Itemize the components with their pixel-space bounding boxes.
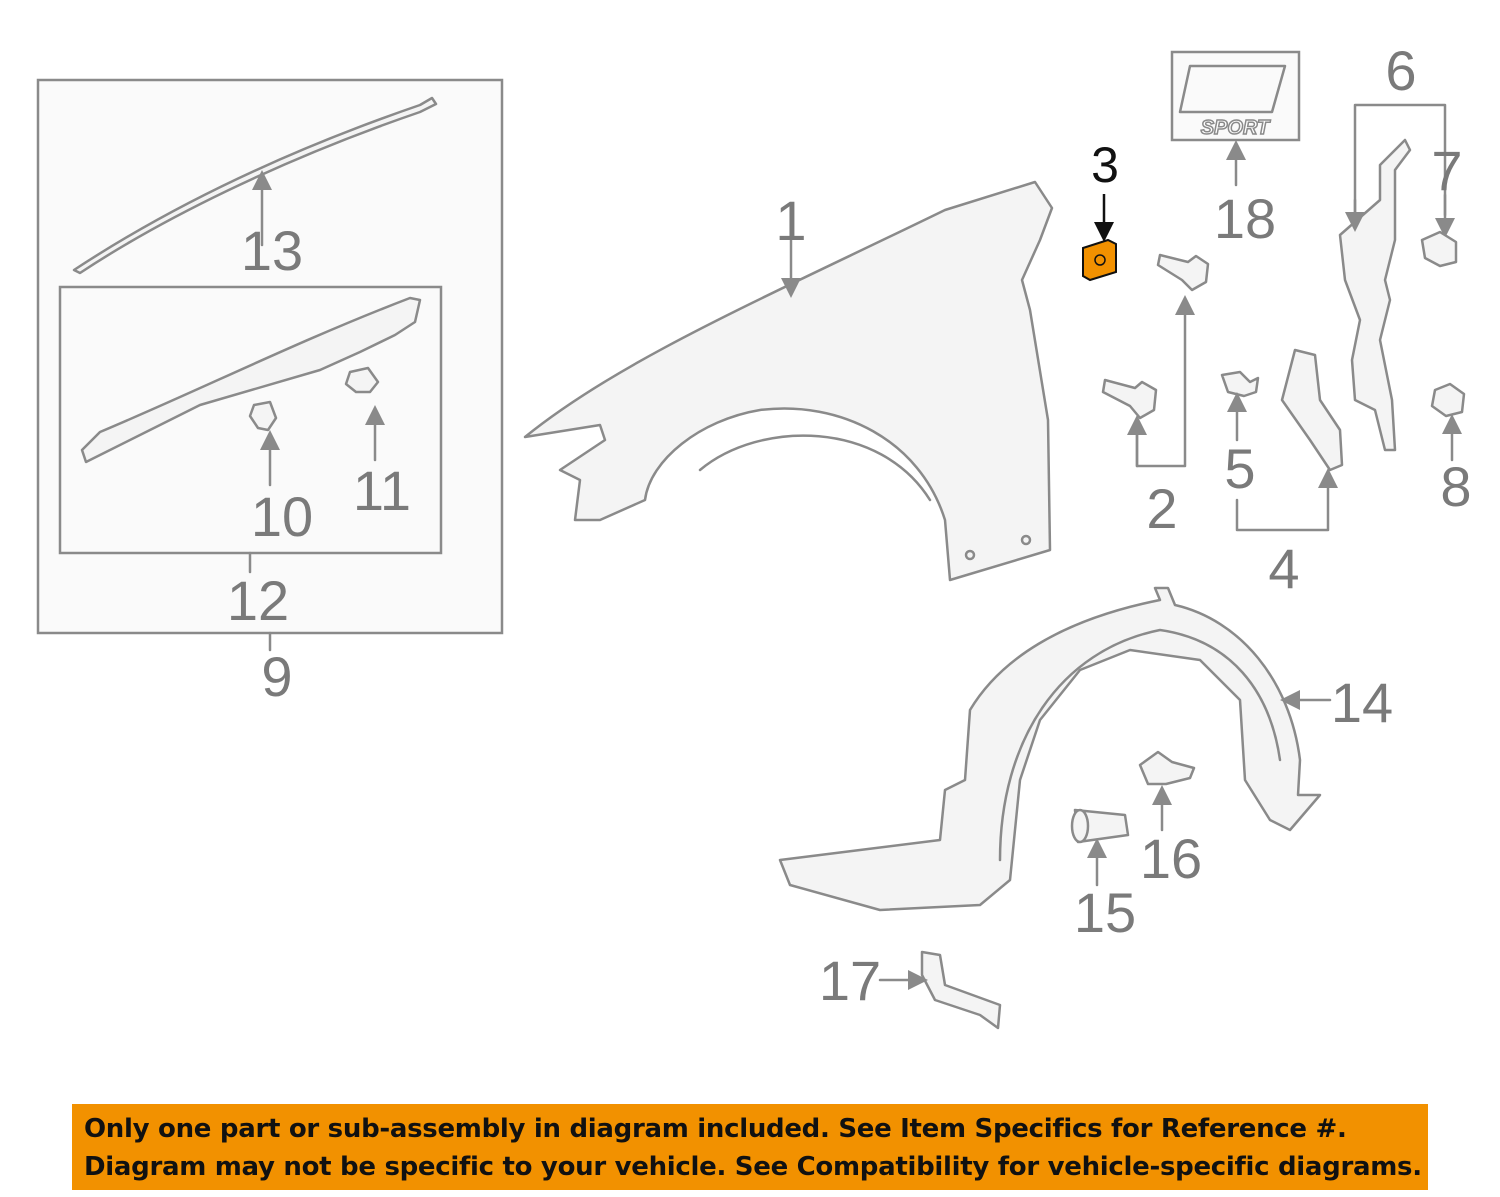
callout-13: 13	[241, 219, 303, 282]
part-8-clip	[1430, 382, 1466, 418]
callout-6: 6	[1385, 39, 1416, 102]
disclaimer-line-2: Diagram may not be specific to your vehi…	[84, 1152, 1422, 1182]
part-12-seal	[80, 296, 422, 464]
part-2-bolt	[1101, 378, 1158, 420]
emblem-text: SPORT	[1201, 117, 1271, 139]
part-3-nut-clip	[1082, 238, 1117, 282]
callout-9: 9	[261, 645, 292, 708]
disclaimer-line-1: Only one part or sub-assembly in diagram…	[84, 1114, 1347, 1144]
callout-11: 11	[353, 459, 411, 522]
part-5-screw	[1220, 370, 1260, 398]
part-17-bracket	[920, 950, 1002, 1030]
callout-14: 14	[1331, 671, 1393, 734]
callout-1: 1	[775, 189, 806, 252]
part-2-bolt	[1156, 253, 1210, 292]
callout-12: 12	[227, 569, 289, 632]
callout-8: 8	[1440, 455, 1471, 518]
callout-4: 4	[1268, 537, 1299, 600]
callout-3: 3	[1091, 137, 1119, 193]
part-13-molding	[72, 96, 438, 275]
part-1-fender	[523, 180, 1054, 582]
part-4-bracket	[1280, 348, 1344, 472]
callout-16: 16	[1140, 827, 1202, 890]
callout-5: 5	[1224, 437, 1255, 500]
disclaimer-banner: Only one part or sub-assembly in diagram…	[72, 1104, 1428, 1190]
part-16-clip	[1138, 750, 1196, 786]
callout-7: 7	[1431, 139, 1462, 202]
callout-18: 18	[1214, 187, 1276, 250]
part-11-clip	[344, 366, 380, 394]
callout-10: 10	[251, 485, 313, 548]
callout-15: 15	[1074, 881, 1136, 944]
part-14-fender-liner	[778, 586, 1322, 912]
callout-2: 2	[1146, 477, 1177, 540]
part-6-seal	[1338, 138, 1412, 452]
part-7-clip	[1420, 230, 1458, 268]
callout-17: 17	[819, 949, 881, 1012]
